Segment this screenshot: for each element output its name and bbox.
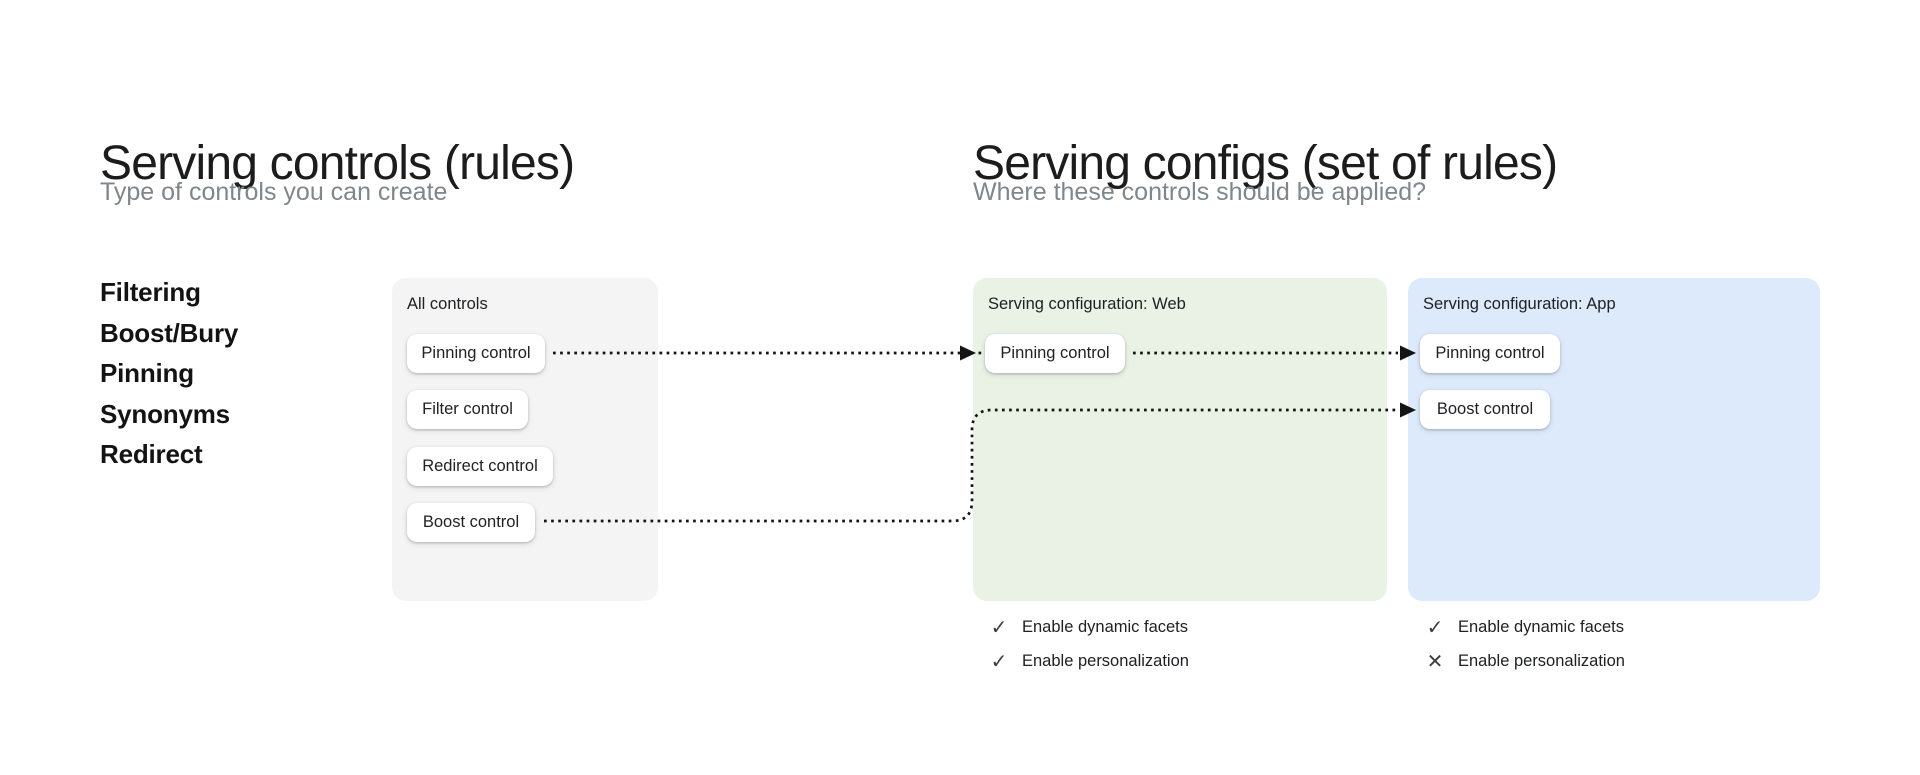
feature-row: ✓ Enable personalization: [989, 648, 1189, 675]
left-section-subtitle: Type of controls you can create: [100, 178, 448, 206]
all-controls-card: All controls Pinning control Filter cont…: [392, 278, 658, 601]
cross-icon: ✕: [1426, 650, 1444, 673]
feature-label: Enable dynamic facets: [1458, 618, 1625, 636]
check-icon: ✓: [990, 650, 1008, 673]
left-section-title: Serving controls (rules): [100, 137, 575, 191]
feature-row: ✓ Enable dynamic facets: [1425, 614, 1625, 641]
all-controls-card-label: All controls: [407, 295, 488, 313]
control-type-pinning: Pinning: [100, 358, 194, 388]
feature-row: ✓ Enable dynamic facets: [989, 614, 1189, 641]
feature-label: Enable personalization: [1458, 652, 1625, 670]
right-section-subtitle: Where these controls should be applied?: [973, 178, 1427, 206]
app-boost-control-chip: Boost control: [1420, 390, 1550, 429]
feature-label: Enable dynamic facets: [1022, 618, 1189, 636]
app-pinning-control-chip: Pinning control: [1420, 334, 1560, 373]
web-pinning-control-chip: Pinning control: [985, 334, 1125, 373]
right-section-title: Serving configs (set of rules): [973, 137, 1558, 191]
control-type-filtering: Filtering: [100, 277, 201, 307]
serving-config-app-card: Serving configuration: App Pinning contr…: [1408, 278, 1820, 601]
feature-row: ✕ Enable personalization: [1425, 648, 1625, 675]
boost-control-chip: Boost control: [407, 503, 535, 542]
filter-control-chip: Filter control: [407, 390, 528, 429]
web-config-features: ✓ Enable dynamic facets ✓ Enable persona…: [989, 614, 1189, 675]
control-type-synonyms: Synonyms: [100, 398, 230, 429]
redirect-control-chip: Redirect control: [407, 447, 553, 486]
control-type-boost-bury: Boost/Bury: [100, 317, 239, 348]
serving-config-app-label: Serving configuration: App: [1423, 295, 1616, 313]
feature-label: Enable personalization: [1022, 652, 1189, 670]
serving-config-web-label: Serving configuration: Web: [988, 295, 1186, 313]
check-icon: ✓: [990, 616, 1008, 639]
control-types-list: Filtering Boost/Bury Pinning Synonyms Re…: [100, 272, 238, 475]
pinning-control-chip: Pinning control: [407, 334, 545, 373]
serving-config-web-card: Serving configuration: Web Pinning contr…: [973, 278, 1387, 601]
control-type-redirect: Redirect: [100, 439, 203, 469]
app-config-features: ✓ Enable dynamic facets ✕ Enable persona…: [1425, 614, 1625, 675]
check-icon: ✓: [1426, 616, 1444, 639]
